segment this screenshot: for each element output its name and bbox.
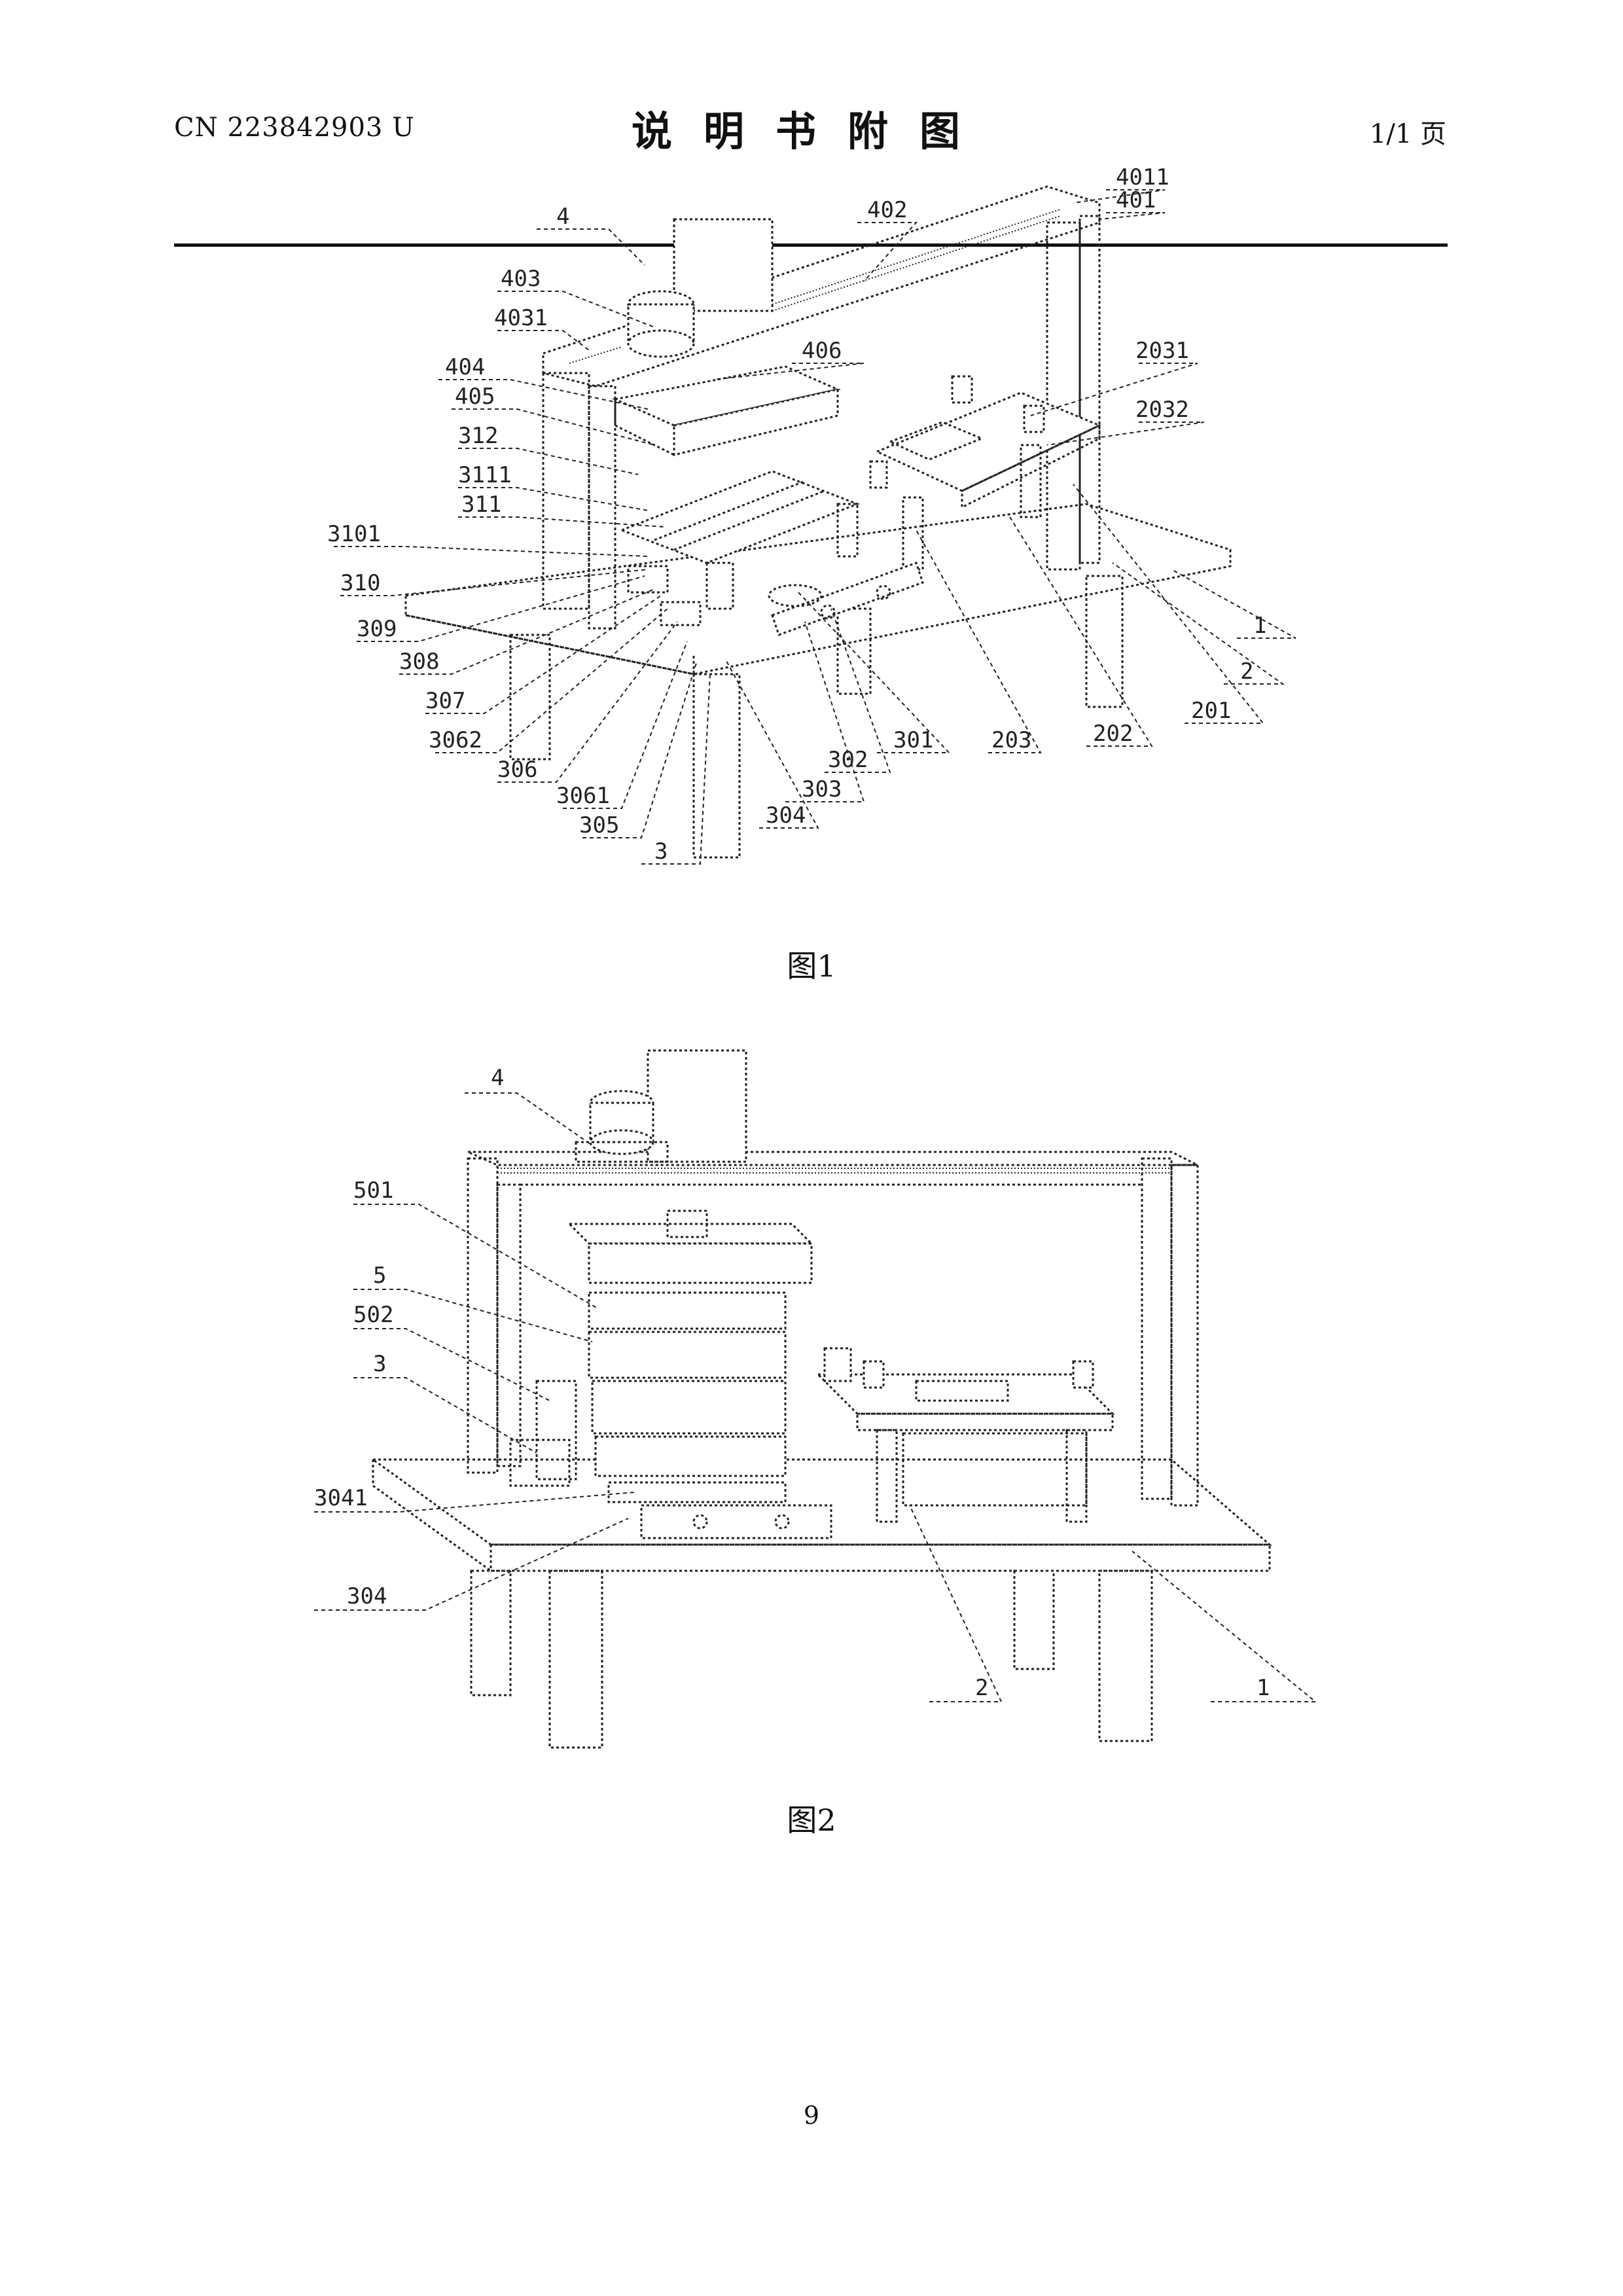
fig1-label: 309: [357, 616, 397, 642]
figure-1: 4 402 4011 401 403 4031 406 2031 404 405…: [0, 164, 1623, 916]
fig1-label: 3062: [429, 727, 482, 753]
fig2-label: 3041: [314, 1485, 368, 1511]
fig2-label: 2: [975, 1675, 988, 1701]
fig1-label: 2031: [1135, 338, 1189, 364]
fig1-label: 1: [1253, 613, 1266, 639]
fig2-label: 5: [373, 1263, 386, 1289]
fig1-label: 307: [425, 688, 465, 714]
page-number: 9: [0, 2101, 1623, 2130]
fig1-label: 3061: [556, 783, 610, 809]
fig2-label: 501: [353, 1177, 393, 1204]
fig1-label: 405: [455, 384, 495, 410]
fig1-label: 201: [1191, 698, 1231, 724]
fig1-label: 406: [802, 338, 842, 364]
fig1-label: 311: [461, 492, 501, 518]
fig1-label: 404: [445, 354, 485, 380]
fig1-label: 4011: [1116, 164, 1169, 190]
fig1-label: 308: [399, 649, 439, 675]
fig1-label: 203: [991, 727, 1031, 753]
fig1-label: 303: [802, 776, 842, 802]
fig2-label: 4: [491, 1065, 504, 1091]
fig1-label: 2: [1240, 658, 1253, 685]
fig2-label: 502: [353, 1302, 393, 1328]
fig1-label: 402: [867, 197, 907, 223]
fig1-label: 305: [579, 812, 619, 838]
page-of: 1/1 页: [1370, 113, 1446, 151]
fig1-label: 312: [458, 423, 498, 449]
fig1-label: 3101: [327, 521, 381, 547]
fig1-label: 401: [1116, 187, 1156, 213]
fig1-label: 2032: [1135, 397, 1189, 423]
fig1-label: 302: [828, 747, 868, 773]
fig2-label: 304: [347, 1583, 387, 1609]
fig1-label: 4: [556, 204, 569, 230]
fig1-label: 4031: [494, 305, 548, 331]
table-top: [406, 504, 1230, 674]
fig1-label: 202: [1093, 721, 1133, 747]
figure-1-drawing: 4 402 4011 401 403 4031 406 2031 404 405…: [0, 164, 1623, 916]
fig1-label: 306: [497, 757, 537, 783]
fig1-label: 304: [766, 802, 806, 829]
figure-2: 4 501 5 502 3 3041 304 2 1: [0, 1034, 1623, 1754]
fig1-label: 310: [340, 570, 380, 596]
figure-2-drawing: 4 501 5 502 3 3041 304 2 1: [0, 1034, 1623, 1754]
figure-1-caption: 图1: [0, 942, 1623, 986]
fig1-label: 403: [501, 266, 541, 292]
fig2-label: 3: [373, 1351, 386, 1377]
fig1-label: 301: [893, 727, 933, 753]
fig1-label: 3: [654, 838, 668, 865]
figure-2-caption: 图2: [0, 1797, 1623, 1840]
fig1-label: 3111: [458, 462, 512, 488]
page-header: CN 223842903 U 说明书附图 1/1 页: [0, 98, 1623, 157]
fig2-label: 1: [1257, 1675, 1270, 1701]
